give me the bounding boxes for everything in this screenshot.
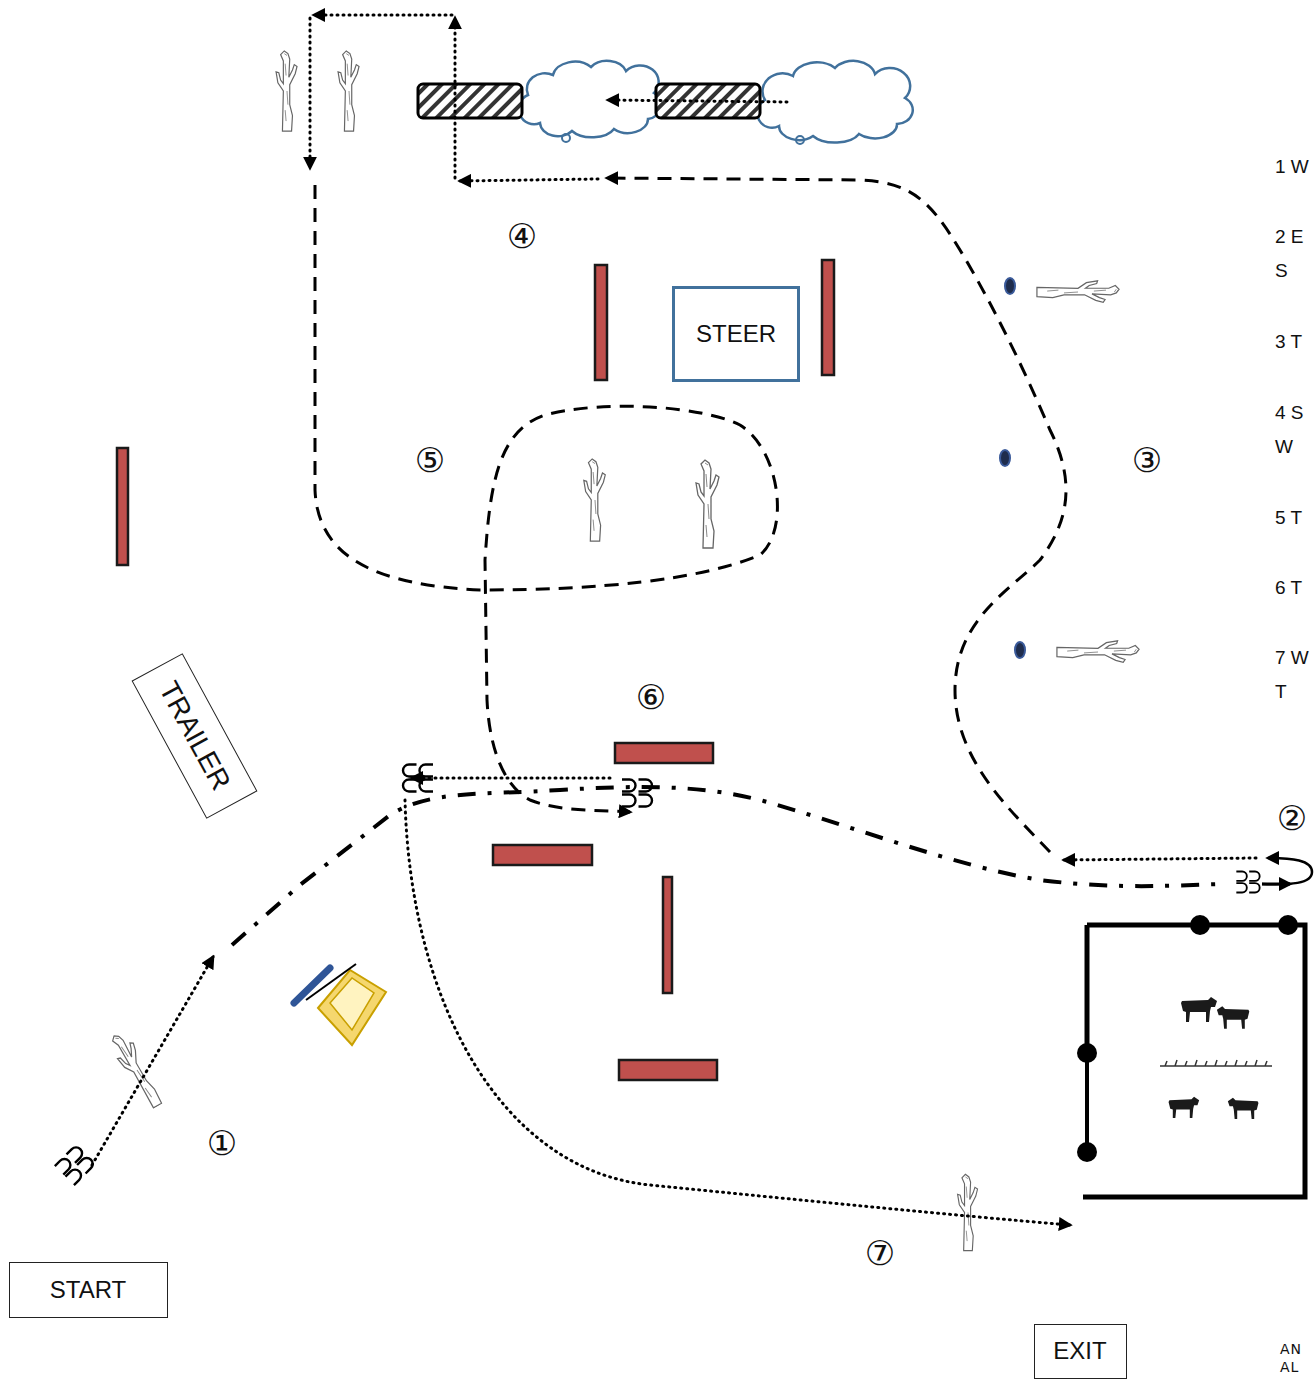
u-turn-arrow (1262, 883, 1290, 886)
instruction-text: 4 S W (1275, 396, 1311, 464)
node-text: START (50, 1276, 126, 1304)
pen-fence (1083, 925, 1305, 1197)
route-dotted (412, 777, 610, 780)
callout-number: ④ (507, 219, 537, 253)
ground-pole (615, 743, 713, 763)
ground-pole (493, 845, 592, 865)
callout-number: ⑦ (865, 1236, 895, 1270)
route-dotted (92, 957, 213, 1165)
ground-pole (595, 265, 607, 380)
route-dotted (405, 800, 1070, 1225)
ground-pole (117, 448, 128, 565)
route-dashed (315, 185, 777, 812)
callout-number: ⑤ (415, 443, 445, 477)
ground-pole (619, 1060, 717, 1080)
mailbox-stand (318, 970, 386, 1045)
node-text: TRAILER (152, 676, 237, 795)
callout-number: ⑥ (636, 680, 666, 714)
hoof-prints (1236, 872, 1259, 893)
route-dotted (608, 100, 787, 102)
ground-pole (822, 260, 834, 375)
hoof-prints (403, 765, 433, 792)
instruction-text: 6 T (1275, 571, 1311, 605)
trailer-box: TRAILER (131, 653, 257, 819)
bush-tail (562, 134, 570, 142)
pen-gate (1085, 1053, 1089, 1152)
gate-hinge (1278, 915, 1298, 935)
handwritten-note: AN AL (1280, 1340, 1312, 1376)
post-marker (1000, 450, 1010, 466)
u-turn-arrow (1262, 858, 1312, 884)
route-dashed (607, 178, 1066, 852)
start-box: START (9, 1262, 168, 1318)
route-dotted (454, 18, 457, 178)
cow-icon (1228, 1098, 1259, 1119)
instruction-text: 5 T (1275, 501, 1311, 535)
log-obstacle (1037, 281, 1119, 302)
route-dotted (314, 14, 452, 17)
node-text: STEER (696, 320, 776, 348)
post-marker (1015, 642, 1025, 658)
mailbox-bar (294, 968, 330, 1003)
gate-hinge (1077, 1142, 1097, 1162)
log-obstacle (107, 1029, 167, 1111)
steer-box: STEER (672, 286, 800, 382)
log-obstacle (584, 459, 605, 541)
ground-pole (663, 877, 672, 993)
node-text: EXIT (1053, 1337, 1106, 1365)
bush-cloud (519, 61, 661, 137)
mailbox-flag (306, 964, 356, 1000)
cow-icon (1169, 1097, 1200, 1118)
route-dotted (1064, 858, 1256, 860)
pen-fence (1085, 925, 1090, 1053)
log-obstacle (276, 51, 297, 131)
bush-tail (796, 136, 804, 144)
route-dotted (460, 179, 598, 181)
grass-line (1160, 1060, 1272, 1066)
hatched-bridge (418, 84, 522, 118)
instruction-text: 1 W (1275, 150, 1311, 184)
exit-box: EXIT (1034, 1324, 1127, 1379)
log-obstacle (958, 1174, 978, 1250)
instruction-text: 2 E S (1275, 220, 1311, 288)
instruction-text: 7 W T (1275, 641, 1311, 709)
cow-icon (1181, 997, 1217, 1022)
route-dotted (309, 18, 312, 168)
callout-number: ① (207, 1126, 237, 1160)
bush-cloud (757, 61, 913, 143)
gate-hinge (1077, 1043, 1097, 1063)
post-marker (1005, 278, 1015, 294)
mailbox-stand (330, 978, 374, 1030)
log-obstacle (1057, 641, 1139, 662)
instruction-text: 3 T (1275, 325, 1311, 359)
cow-icon (1217, 1006, 1249, 1028)
hatched-bridge (656, 84, 760, 118)
log-obstacle (696, 460, 719, 548)
callout-number: ② (1277, 801, 1307, 835)
log-obstacle (338, 51, 359, 131)
route-dash-dot (232, 787, 1222, 945)
callout-number: ③ (1132, 443, 1162, 477)
hoof-prints (55, 1145, 95, 1185)
gate-hinge (1190, 915, 1210, 935)
hoof-prints (622, 780, 652, 807)
